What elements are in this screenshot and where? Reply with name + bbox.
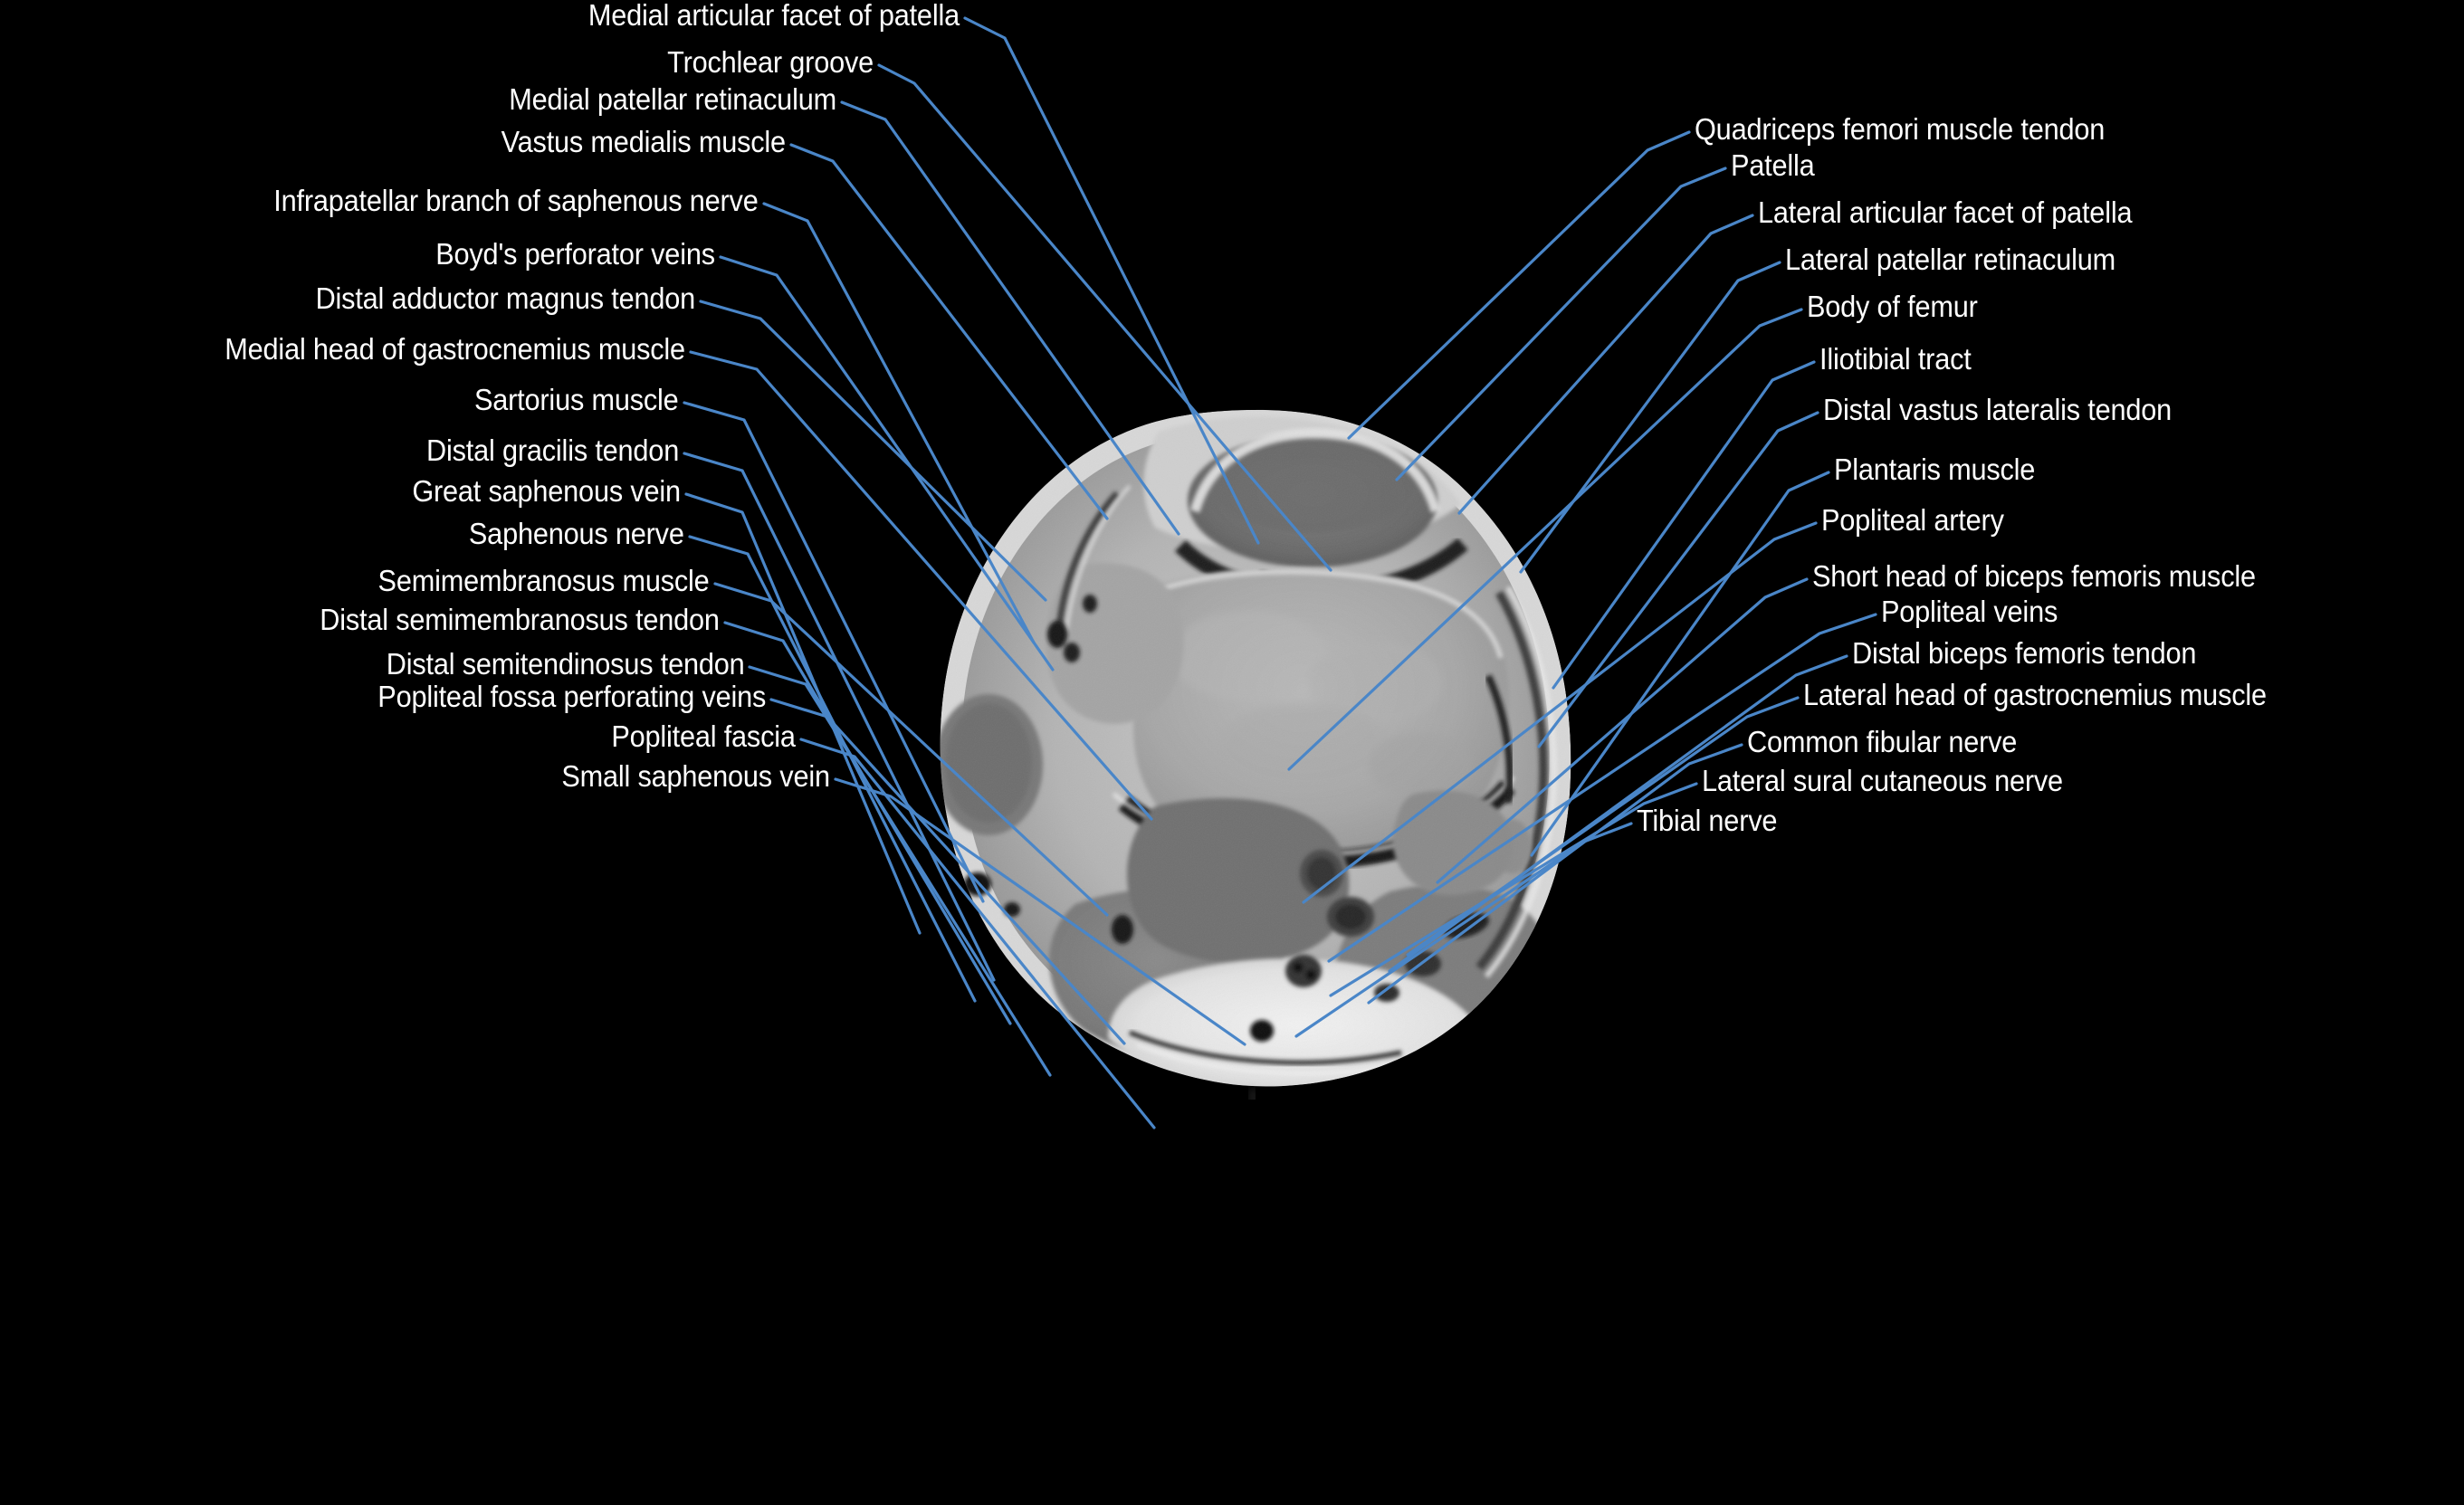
- label-short-head-of-biceps-femoris-muscle: Short head of biceps femoris muscle: [1812, 559, 2256, 593]
- label-infrapatellar-branch-of-saphenous-nerve: Infrapatellar branch of saphenous nerve: [273, 184, 759, 217]
- label-patella: Patella: [1731, 148, 1815, 182]
- leader-line-great-saphenous-vein: [684, 492, 922, 935]
- label-lateral-head-of-gastrocnemius-muscle: Lateral head of gastrocnemius muscle: [1803, 678, 2267, 711]
- label-sartorius-muscle: Sartorius muscle: [474, 383, 679, 416]
- label-quadriceps-femori-muscle-tendon: Quadriceps femori muscle tendon: [1695, 112, 2106, 146]
- label-distal-semimembranosus-tendon: Distal semimembranosus tendon: [320, 603, 720, 636]
- label-distal-semitendinosus-tendon: Distal semitendinosus tendon: [386, 647, 744, 681]
- label-boyds-perforator-veins: Boyd's perforator veins: [435, 237, 715, 271]
- mri-axial-knee-image: [887, 385, 1629, 1100]
- label-popliteal-fossa-perforating-veins: Popliteal fossa perforating veins: [377, 680, 766, 713]
- label-lateral-sural-cutaneous-nerve: Lateral sural cutaneous nerve: [1702, 764, 2063, 797]
- label-body-of-femur: Body of femur: [1807, 290, 1978, 323]
- label-plantaris-muscle: Plantaris muscle: [1834, 452, 2036, 486]
- label-common-fibular-nerve: Common fibular nerve: [1747, 725, 2018, 758]
- label-great-saphenous-vein: Great saphenous vein: [412, 474, 681, 508]
- label-medial-articular-facet-of-patella: Medial articular facet of patella: [587, 0, 960, 32]
- label-medial-head-of-gastrocnemius-muscle: Medial head of gastrocnemius muscle: [224, 332, 685, 366]
- label-popliteal-artery: Popliteal artery: [1821, 503, 2004, 537]
- label-distal-gracilis-tendon: Distal gracilis tendon: [425, 433, 679, 467]
- label-distal-vastus-lateralis-tendon: Distal vastus lateralis tendon: [1823, 393, 2173, 426]
- label-trochlear-groove: Trochlear groove: [667, 45, 874, 79]
- label-small-saphenous-vein: Small saphenous vein: [561, 759, 830, 793]
- label-distal-adductor-magnus-tendon: Distal adductor magnus tendon: [315, 281, 696, 315]
- label-popliteal-fascia: Popliteal fascia: [611, 719, 797, 753]
- label-distal-biceps-femoris-tendon: Distal biceps femoris tendon: [1852, 636, 2197, 670]
- label-iliotibial-tract: Iliotibial tract: [1819, 342, 1972, 376]
- label-semimembranosus-muscle: Semimembranosus muscle: [377, 564, 710, 597]
- label-saphenous-nerve: Saphenous nerve: [469, 517, 684, 550]
- label-lateral-patellar-retinaculum: Lateral patellar retinaculum: [1785, 243, 2115, 276]
- label-lateral-articular-facet-of-patella: Lateral articular facet of patella: [1758, 195, 2133, 229]
- label-popliteal-veins: Popliteal veins: [1881, 595, 2058, 628]
- label-tibial-nerve: Tibial nerve: [1637, 804, 1778, 837]
- label-vastus-medialis-muscle: Vastus medialis muscle: [501, 125, 786, 158]
- label-medial-patellar-retinaculum: Medial patellar retinaculum: [509, 82, 836, 116]
